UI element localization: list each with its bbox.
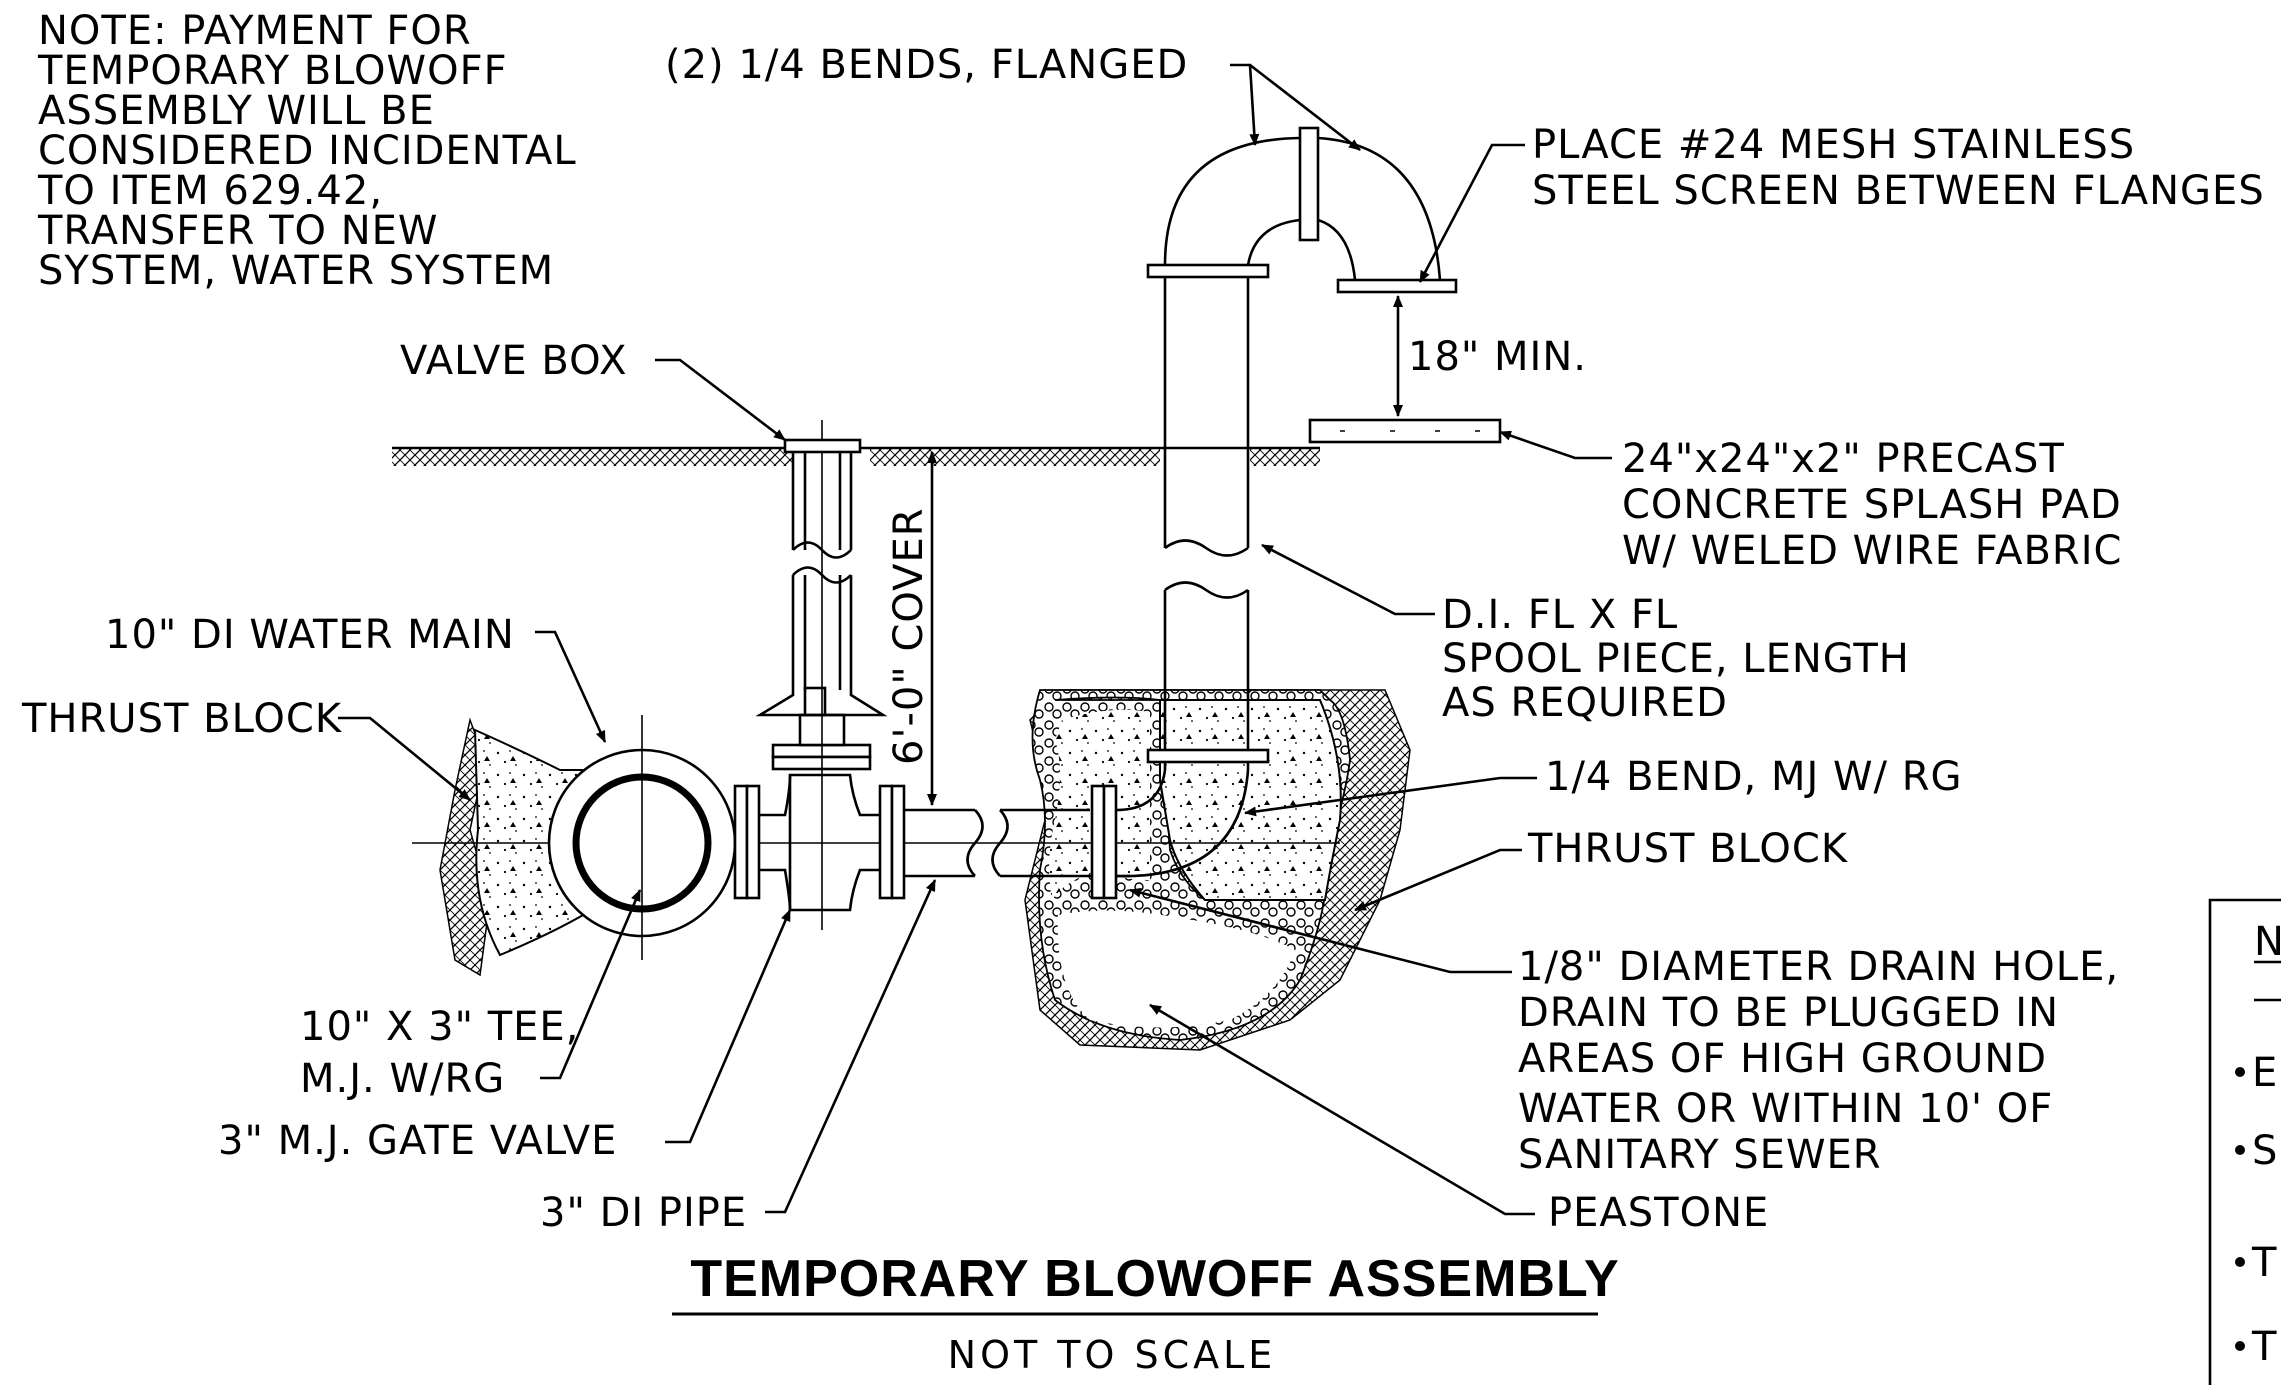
side-notes-bullet: E (2252, 1050, 2278, 1096)
side-notes-panel: N E S T T (2208, 898, 2281, 1385)
spool-label: SPOOL PIECE, LENGTH (1442, 636, 1910, 682)
screen-leader (1418, 143, 1525, 283)
gate-valve (771, 420, 906, 930)
ground-surface (392, 446, 1320, 466)
bend-and-riser (1090, 263, 1270, 900)
min-height-label: 18" MIN. (1408, 334, 1587, 380)
side-notes-heading: N (2254, 919, 2281, 965)
bend-mj-label: 1/4 BEND, MJ W/ RG (1545, 754, 1963, 800)
bends-leader (1230, 63, 1260, 146)
side-notes-bullet: S (2252, 1128, 2278, 1174)
peastone-label: PEASTONE (1548, 1190, 1769, 1236)
valve-box (755, 438, 888, 717)
thrust-block-left-leader (338, 716, 471, 802)
thrust-block-right-label: THRUST BLOCK (1527, 826, 1849, 872)
thrust-block-right-leader (1354, 848, 1522, 912)
upper-bends (1163, 126, 1458, 294)
tee-leader (540, 889, 642, 1080)
cover-label: 6'-0" COVER (886, 507, 932, 765)
water-main-leader (535, 630, 607, 743)
note-line: TEMPORARY BLOWOFF (37, 48, 508, 94)
thrust-block-left-label: THRUST BLOCK (21, 696, 343, 742)
note-line: SYSTEM, WATER SYSTEM (38, 248, 554, 294)
di-pipe-leader (765, 879, 937, 1214)
note-line: NOTE: PAYMENT FOR (38, 8, 472, 54)
bends-leader (1249, 63, 1361, 152)
splash-pad-leader (1499, 430, 1612, 460)
di-pipe-label: 3" DI PIPE (540, 1190, 747, 1236)
gate-valve-label: 3" M.J. GATE VALVE (218, 1118, 617, 1164)
right-thrust-block (1024, 689, 1411, 1051)
spool-label: D.I. FL X FL (1442, 592, 1678, 638)
drawing-subtitle: NOT TO SCALE (948, 1333, 1277, 1377)
tee-fitting (733, 773, 880, 912)
payment-note: NOTE: PAYMENT FOR TEMPORARY BLOWOFF ASSE… (37, 8, 577, 294)
drain-label: AREAS OF HIGH GROUND (1518, 1036, 2047, 1082)
bend-mj-leader (1244, 776, 1537, 817)
side-notes-bullet: T (2251, 1240, 2277, 1286)
valve-box-label: VALVE BOX (400, 338, 627, 384)
drain-label: SANITARY SEWER (1518, 1132, 1882, 1178)
drain-leader (1129, 887, 1512, 974)
drawing-title: TEMPORARY BLOWOFF ASSEMBLY (690, 1250, 1619, 1308)
splash-pad-label: W/ WELED WIRE FABRIC (1622, 528, 2122, 574)
side-notes-bullet: T (2251, 1324, 2277, 1370)
drain-label: DRAIN TO BE PLUGGED IN (1518, 990, 2059, 1036)
tee-label: M.J. W/RG (300, 1056, 505, 1102)
spool-label: AS REQUIRED (1442, 680, 1728, 726)
drain-label: WATER OR WITHIN 10' OF (1518, 1086, 2053, 1132)
water-main-section (547, 715, 737, 960)
screen-label: PLACE #24 MESH STAINLESS (1532, 122, 2135, 168)
note-line: TO ITEM 629.42, (37, 168, 383, 214)
splash-pad-label: CONCRETE SPLASH PAD (1622, 482, 2122, 528)
valve-box-leader (655, 358, 786, 442)
spool-leader (1261, 543, 1435, 616)
splash-pad-label: 24"x24"x2" PRECAST (1622, 436, 2065, 482)
bends-label: (2) 1/4 BENDS, FLANGED (665, 42, 1188, 88)
screen-label: STEEL SCREEN BETWEEN FLANGES (1532, 168, 2265, 214)
note-line: CONSIDERED INCIDENTAL (38, 128, 577, 174)
tee-label: 10" X 3" TEE, (300, 1004, 579, 1050)
water-main-label: 10" DI WATER MAIN (105, 612, 515, 658)
gate-valve-leader (665, 909, 792, 1144)
splash-pad (1308, 418, 1502, 444)
drain-label: 1/8" DIAMETER DRAIN HOLE, (1518, 944, 2119, 990)
note-line: ASSEMBLY WILL BE (38, 88, 435, 134)
note-line: TRANSFER TO NEW (37, 208, 438, 254)
peastone-leader (1149, 1003, 1535, 1216)
